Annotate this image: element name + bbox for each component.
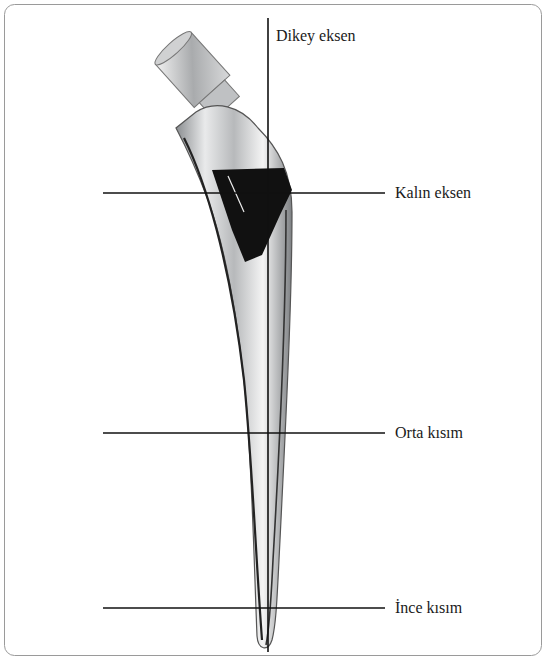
axis-label: Dikey eksen: [276, 26, 356, 45]
frame: [5, 5, 542, 656]
canal-line: [266, 210, 286, 645]
femoral-stem: [176, 106, 292, 648]
axis-label: Kalın eksen: [395, 183, 471, 202]
axis-line: [103, 432, 385, 434]
highlight: [228, 176, 244, 212]
vertical-axis: [267, 18, 269, 652]
cement-wedge: [212, 168, 292, 262]
axis-label: İnce kısım: [395, 598, 462, 617]
axis-line: [103, 607, 385, 609]
axis-label: Orta kısım: [395, 423, 463, 442]
axis-line: [103, 192, 385, 194]
